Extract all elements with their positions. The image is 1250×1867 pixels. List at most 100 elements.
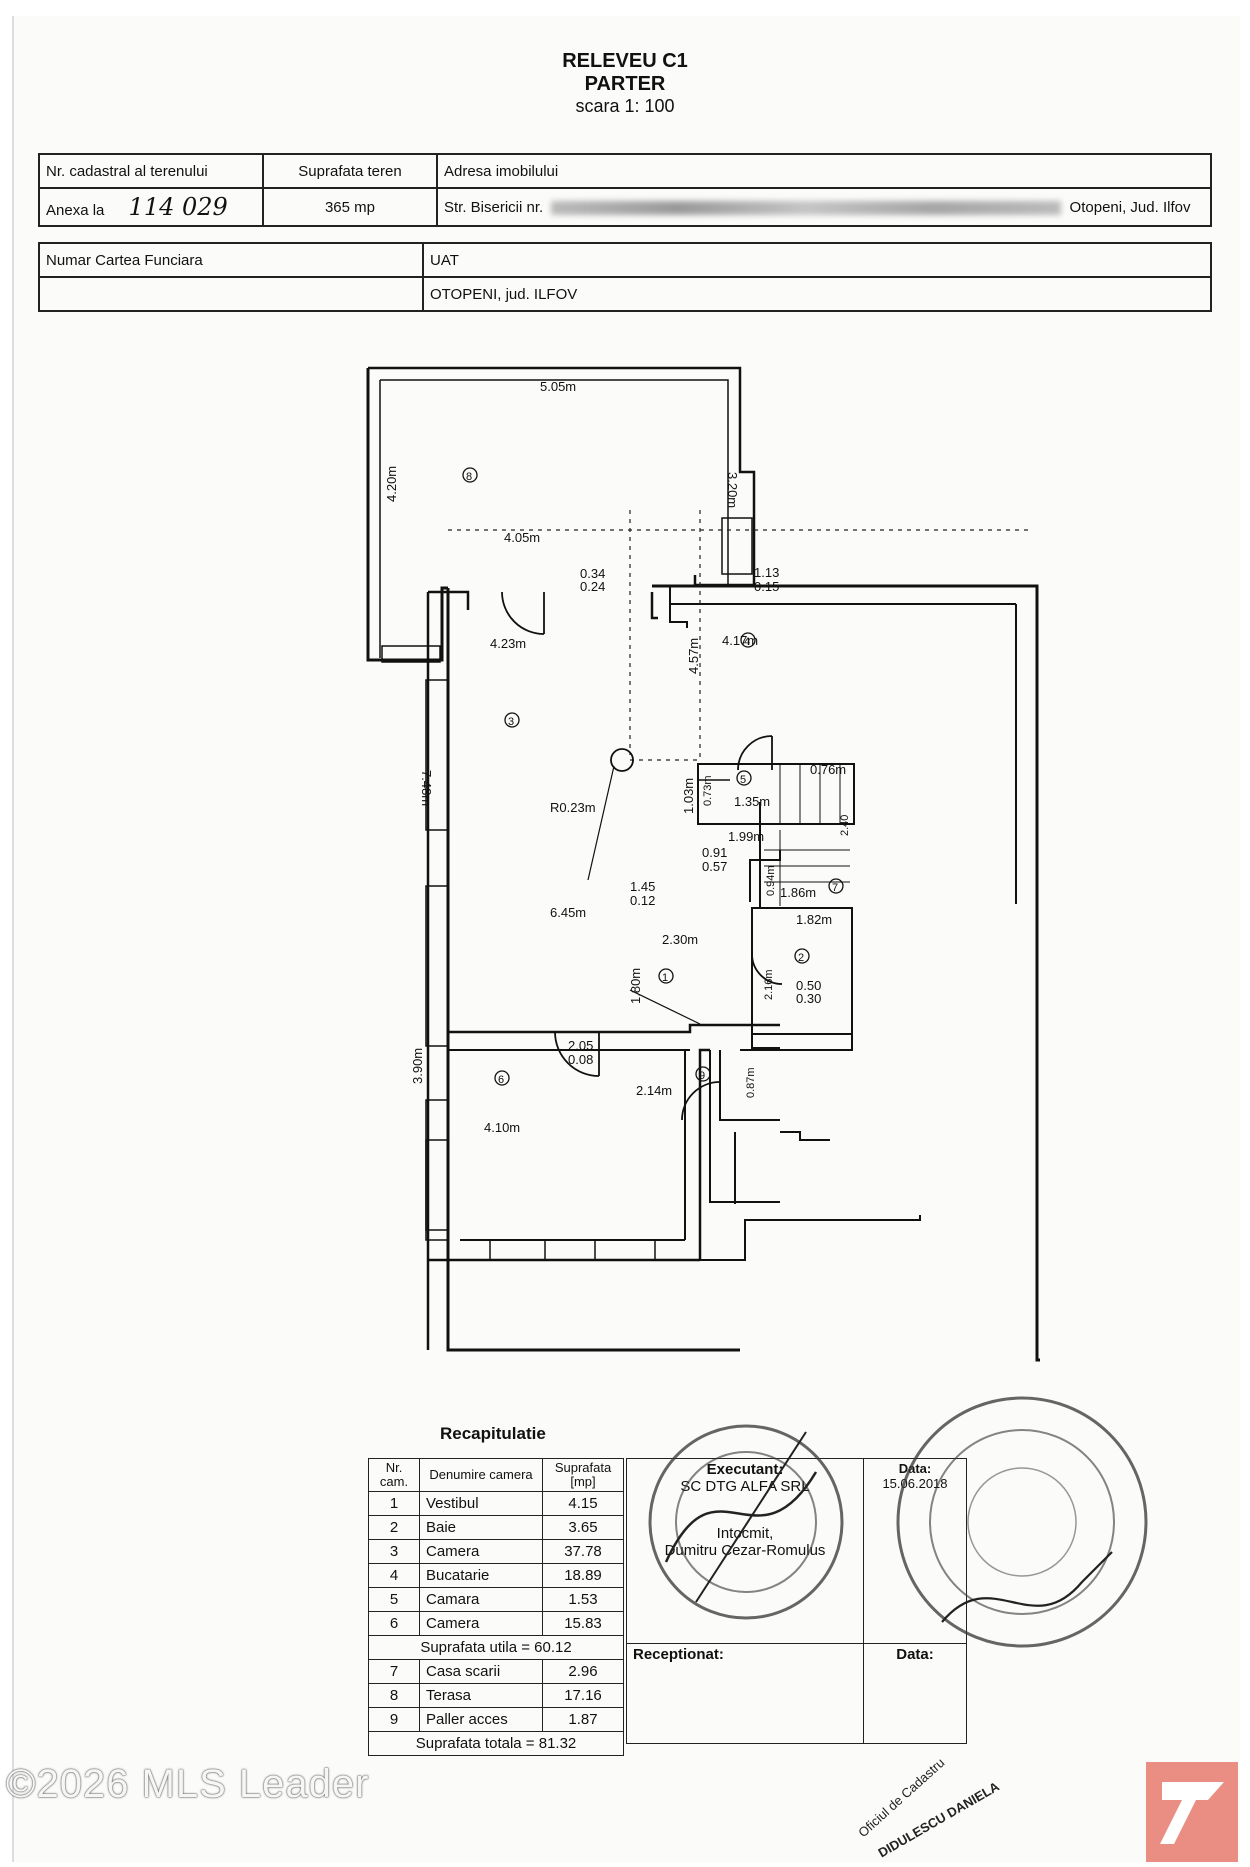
cell-nr: 6	[368, 1611, 420, 1636]
dim-0-50: 0.50	[796, 978, 821, 993]
cell-name: Camera	[419, 1611, 543, 1636]
doors	[501, 591, 783, 1121]
redacted-address	[551, 200, 1062, 215]
room-2-label: 2	[798, 952, 804, 964]
info-table: Nr. cadastral al terenului Suprafata ter…	[38, 153, 1212, 227]
dim-1-35: 1.35m	[734, 794, 770, 809]
cell-nr: 3	[368, 1539, 420, 1564]
leader-line	[629, 989, 701, 1025]
util-total-row: Suprafata utila = 60.12	[368, 1635, 624, 1660]
grand-total-row: Suprafata totala = 81.32	[368, 1731, 624, 1756]
dim-0-73: 0.73m	[702, 775, 714, 806]
cell-nr: 4	[368, 1563, 420, 1588]
drawn-label: Intocmit,	[716, 1525, 774, 1542]
address-city: Otopeni, Jud. Ilfov	[1069, 198, 1191, 216]
room-6-label: 6	[498, 1074, 504, 1086]
header-nr: Nr. cam.	[368, 1458, 420, 1492]
room-7-label: 7	[832, 882, 838, 894]
dim-1-82: 1.82m	[796, 912, 832, 927]
company-stamp	[648, 1424, 844, 1620]
uat-value: OTOPENI, jud. ILFOV	[422, 276, 1212, 312]
land-book-value	[38, 276, 424, 312]
dim-0-08: 0.08	[568, 1052, 593, 1067]
room-5-marker	[736, 770, 752, 786]
document-title: RELEVEU C1	[562, 50, 688, 72]
dim-4-05: 4.05m	[504, 530, 540, 545]
cell-nr: 5	[368, 1587, 420, 1612]
header-name: Denumire camera	[419, 1458, 543, 1492]
dashed-lines	[448, 510, 1030, 761]
dim-1-80: 1.80m	[628, 968, 643, 1004]
mls-leader-logo-icon	[1146, 1762, 1238, 1862]
cell-area: 37.78	[542, 1539, 624, 1564]
cell-name: Bucatarie	[419, 1563, 543, 1588]
cell-area: 18.89	[542, 1563, 624, 1588]
address-street: Str. Bisericii nr.	[444, 198, 544, 216]
cell-nr: 7	[368, 1659, 420, 1684]
cell-area: 15.83	[542, 1611, 624, 1636]
cell-area: 1.53	[542, 1587, 624, 1612]
room-7-marker	[828, 878, 844, 894]
room-4-label: 4	[744, 636, 750, 648]
room-6-marker	[494, 1070, 510, 1086]
walls	[366, 366, 1040, 1362]
scale-label: scara 1: 100	[575, 96, 675, 116]
drawn-name: Dumitru Cezar-Romulus	[664, 1542, 826, 1559]
date-value: 15.06.2018	[882, 1476, 948, 1491]
room-3-marker	[504, 712, 520, 728]
cell-area: 4.15	[542, 1491, 624, 1516]
dim-0-57: 0.57	[702, 859, 727, 874]
cell-name: Casa scarii	[419, 1659, 543, 1684]
dim-2-16: 2.16m	[763, 969, 775, 1000]
land-book-label: Numar Cartea Funciara	[38, 242, 424, 278]
room-2-marker	[794, 948, 810, 964]
room-9-marker	[695, 1066, 711, 1082]
document-subtitle: PARTER	[584, 73, 666, 95]
cell-nr: 1	[368, 1491, 420, 1516]
cell-name: Camera	[419, 1539, 543, 1564]
executant-table: Executant: SC DTG ALFA SRL Intocmit, Dum…	[626, 1458, 967, 1744]
util-total: Suprafata utila = 60.12	[368, 1635, 624, 1660]
grand-total: Suprafata totala = 81.32	[368, 1731, 624, 1756]
dim-4-10: 4.10m	[484, 1120, 520, 1135]
date2-cell: Data:	[863, 1643, 967, 1744]
received-cell: Receptionat:	[626, 1643, 864, 1744]
cadastral-value: Anexa la 114 029	[38, 187, 264, 227]
dim-0-30: 0.30	[796, 991, 821, 1006]
room-5-label: 5	[740, 774, 746, 786]
dim-6-45: 6.45m	[550, 905, 586, 920]
cell-area: 17.16	[542, 1683, 624, 1708]
dim-3-20: 3.20m	[725, 472, 740, 508]
dim-r0-23: R0.23m	[550, 800, 596, 815]
annex-prefix: Anexa la	[46, 202, 105, 219]
cadastral-label: Nr. cadastral al terenului	[38, 153, 264, 189]
dim-1-99: 1.99m	[728, 829, 764, 844]
copyright-watermark: ©2026 MLS Leader	[6, 1762, 370, 1806]
land-area-value: 365 mp	[262, 187, 438, 227]
dim-0-91: 0.91	[702, 845, 727, 860]
dim-3-90: 3.90m	[410, 1048, 425, 1084]
dim-2-40: 2.40	[839, 815, 851, 836]
address-value: Str. Bisericii nr. Otopeni, Jud. Ilfov	[436, 187, 1212, 227]
cell-nr: 9	[368, 1707, 420, 1732]
dim-4-23: 4.23m	[490, 636, 526, 651]
room-3-label: 3	[508, 716, 514, 728]
column-marker	[610, 748, 634, 772]
dim-0-12: 0.12	[630, 893, 655, 908]
dim-0-94: 0.94m	[765, 865, 777, 896]
executant-cell: Executant: SC DTG ALFA SRL Intocmit, Dum…	[626, 1458, 864, 1644]
received-label: Receptionat:	[633, 1646, 724, 1663]
dim-2-05: 2.05	[568, 1038, 593, 1053]
recap-title: Recapitulatie	[440, 1424, 546, 1443]
dim-4-57: 4.57m	[686, 638, 701, 674]
executant-company: SC DTG ALFA SRL	[680, 1478, 810, 1495]
dim-1-03: 1.03m	[681, 778, 696, 814]
